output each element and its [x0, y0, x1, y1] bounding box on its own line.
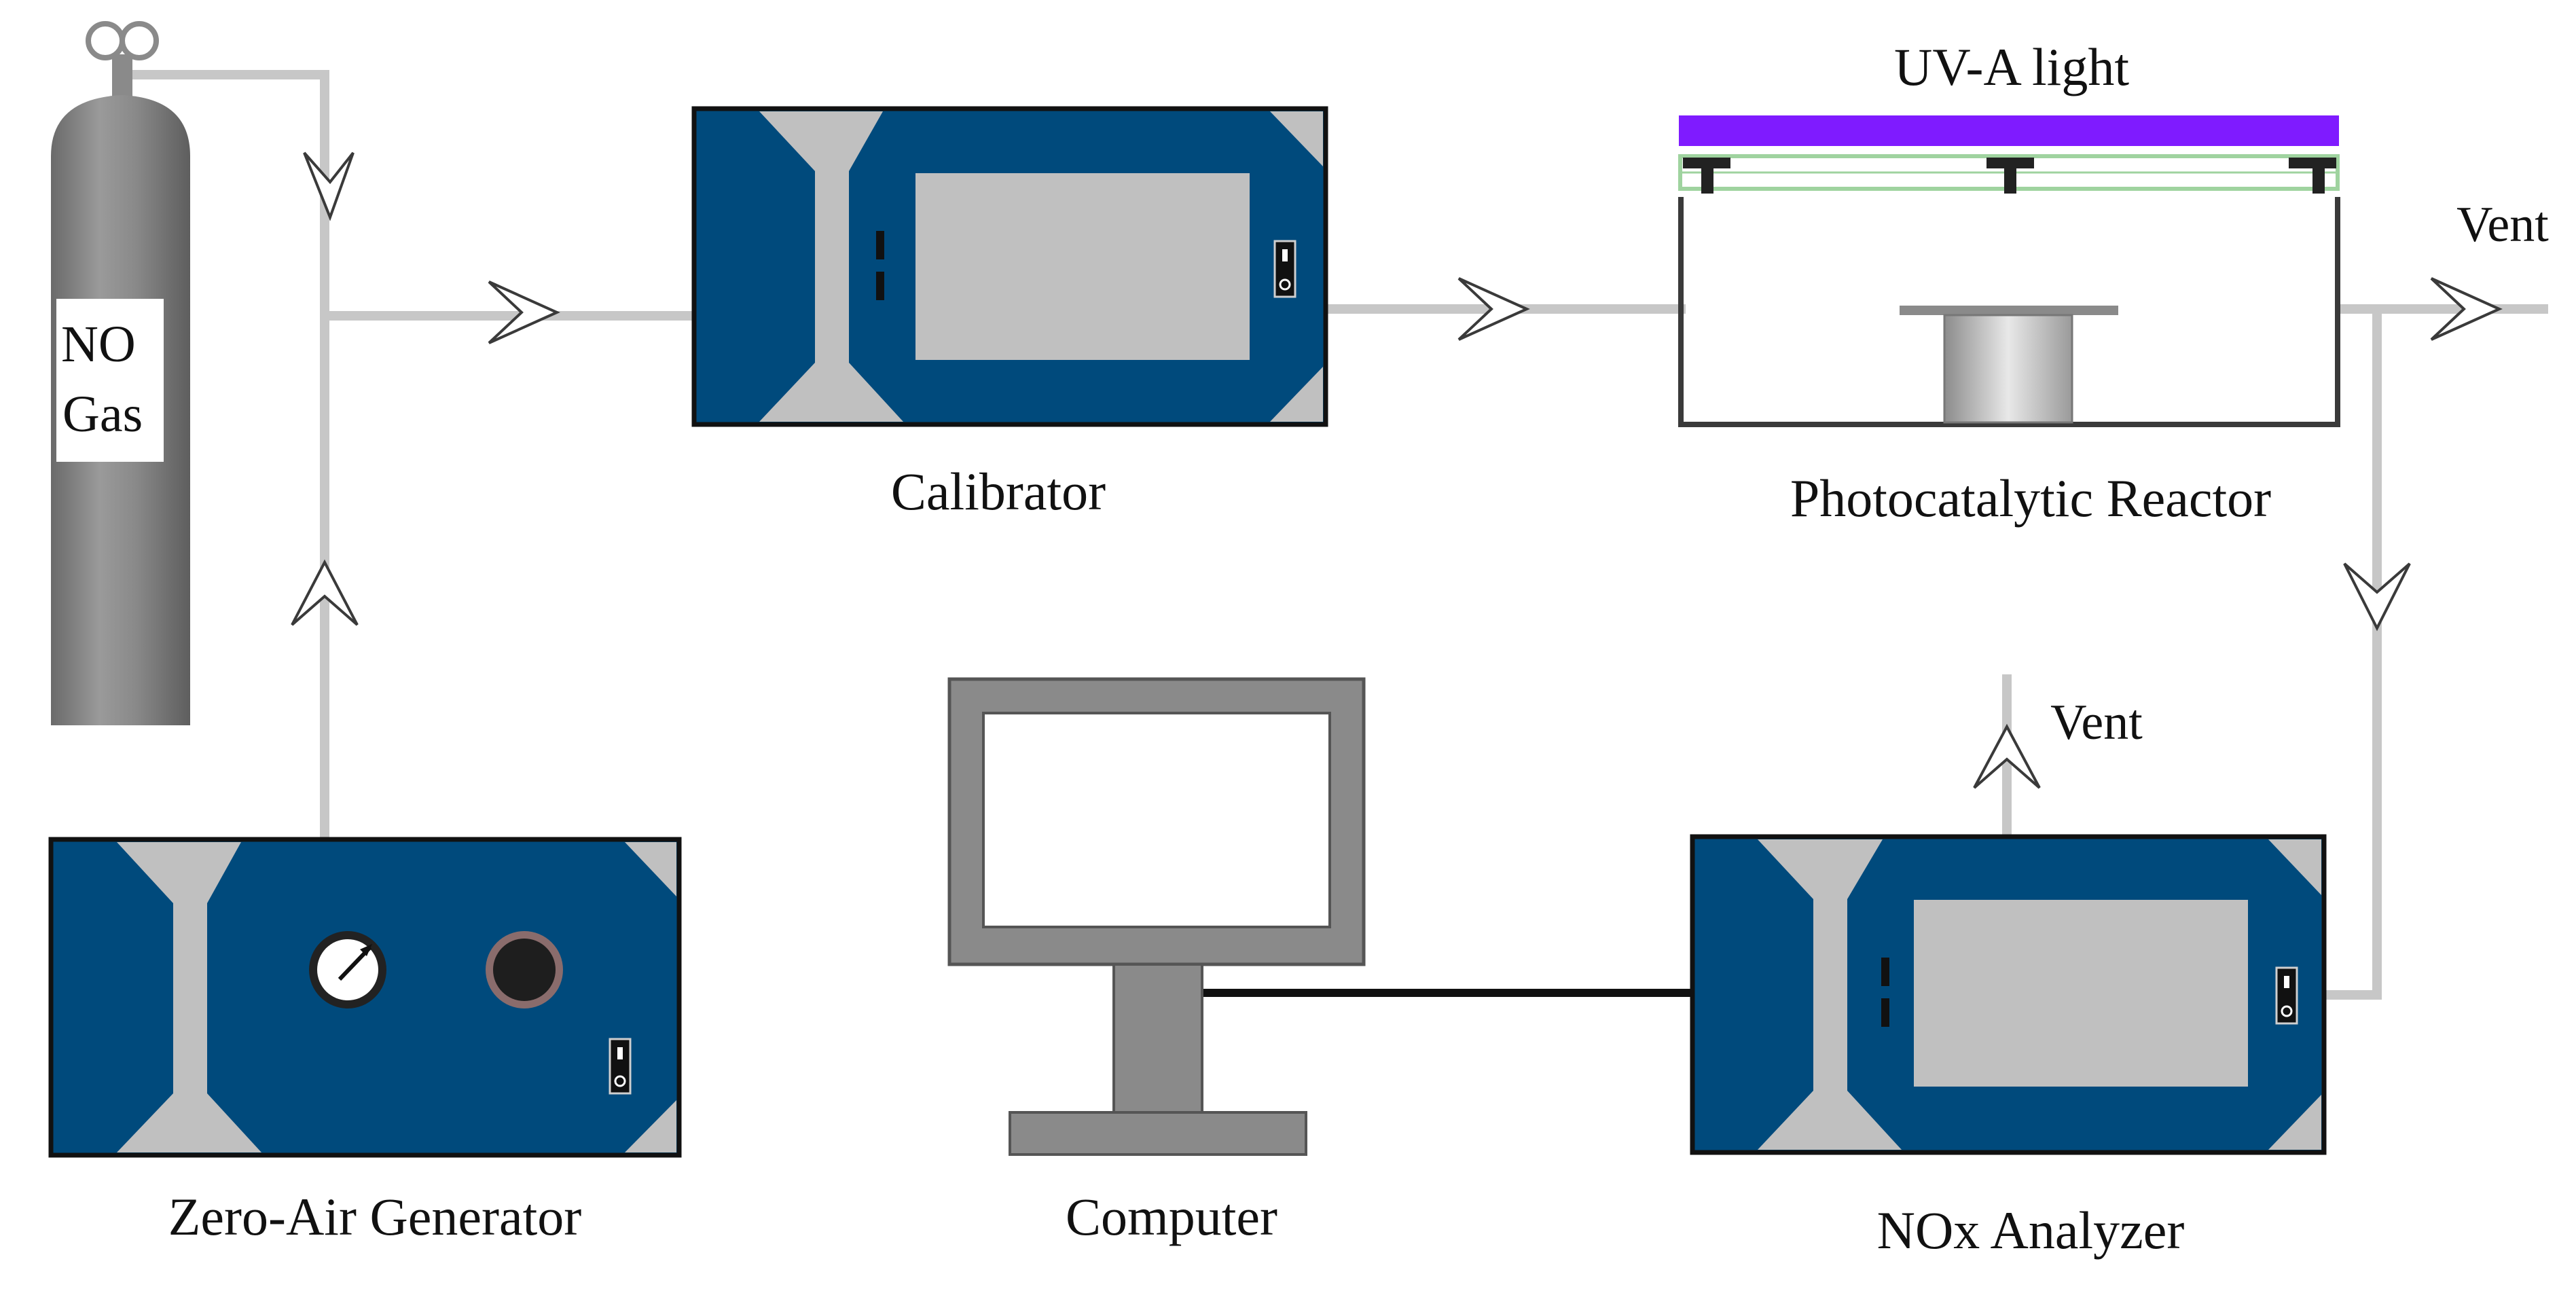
- cylinder-label-box: [56, 299, 164, 462]
- valve-stem: [112, 54, 132, 98]
- indicator-led: [1881, 958, 1889, 986]
- flow-arrow-icon: [1973, 723, 2041, 789]
- cylinder-label-line1: NO: [61, 316, 136, 373]
- flow-arrows: [291, 151, 2503, 789]
- sample-pedestal: [1943, 314, 2073, 424]
- flow-arrow-icon: [488, 280, 560, 344]
- zero-air-generator: [48, 837, 682, 1158]
- indicator-led: [1881, 998, 1889, 1027]
- vent-label-top: Vent: [2456, 197, 2549, 253]
- photocatalytic-reactor: [1678, 115, 2340, 427]
- computer: [947, 677, 1366, 1156]
- clamp-icon: [1987, 158, 2034, 194]
- i-panel: [1758, 839, 1902, 1150]
- calibrator: [691, 106, 1328, 427]
- power-switch-icon: [2275, 966, 2298, 1025]
- flow-arrow-icon: [1457, 277, 1530, 341]
- reactor-chamber: [1678, 197, 2340, 427]
- pressure-gauge-icon: [309, 931, 386, 1008]
- display-screen: [1914, 900, 2248, 1087]
- monitor-base: [1009, 1111, 1307, 1156]
- valve-handle-icon: [86, 21, 125, 60]
- indicator-led: [876, 231, 884, 259]
- power-switch-icon: [609, 1038, 632, 1095]
- nox-analyzer: [1690, 834, 2327, 1155]
- flow-arrow-icon: [291, 559, 359, 626]
- valve-handle-icon: [120, 21, 159, 60]
- gas-pipes: [131, 70, 2548, 1000]
- flow-arrow-icon: [2343, 562, 2411, 632]
- vent-label-analyzer: Vent: [2050, 695, 2143, 750]
- control-knob-icon: [486, 931, 563, 1008]
- uv-lamp: [1679, 115, 2339, 146]
- display-screen: [915, 173, 1250, 360]
- i-panel: [117, 842, 261, 1152]
- sample-plate: [1900, 306, 2118, 315]
- uv-light-label: UV-A light: [1894, 37, 2129, 96]
- no-gas-cylinder: NO Gas: [51, 21, 190, 725]
- i-panel: [759, 111, 903, 422]
- zero-air-generator-label: Zero-Air Generator: [168, 1187, 582, 1246]
- pipe-cylinder-to-trunk: [131, 70, 329, 321]
- calibrator-label: Calibrator: [891, 462, 1106, 521]
- indicator-led: [876, 272, 884, 300]
- power-switch-icon: [1273, 240, 1296, 298]
- flow-arrow-icon: [2430, 277, 2503, 341]
- cylinder-label-line2: Gas: [62, 386, 143, 443]
- clamp-icon: [1683, 158, 1730, 194]
- flow-arrow-icon: [303, 151, 355, 221]
- monitor-screen: [982, 712, 1331, 928]
- computer-label: Computer: [1066, 1187, 1277, 1246]
- monitor-neck: [1112, 963, 1203, 1114]
- pipe-branch-to-analyzer: [2321, 304, 2382, 1000]
- clamp-icon: [2289, 158, 2336, 194]
- reactor-label: Photocatalytic Reactor: [1790, 469, 2271, 528]
- nox-analyzer-label: NOx Analyzer: [1877, 1201, 2185, 1260]
